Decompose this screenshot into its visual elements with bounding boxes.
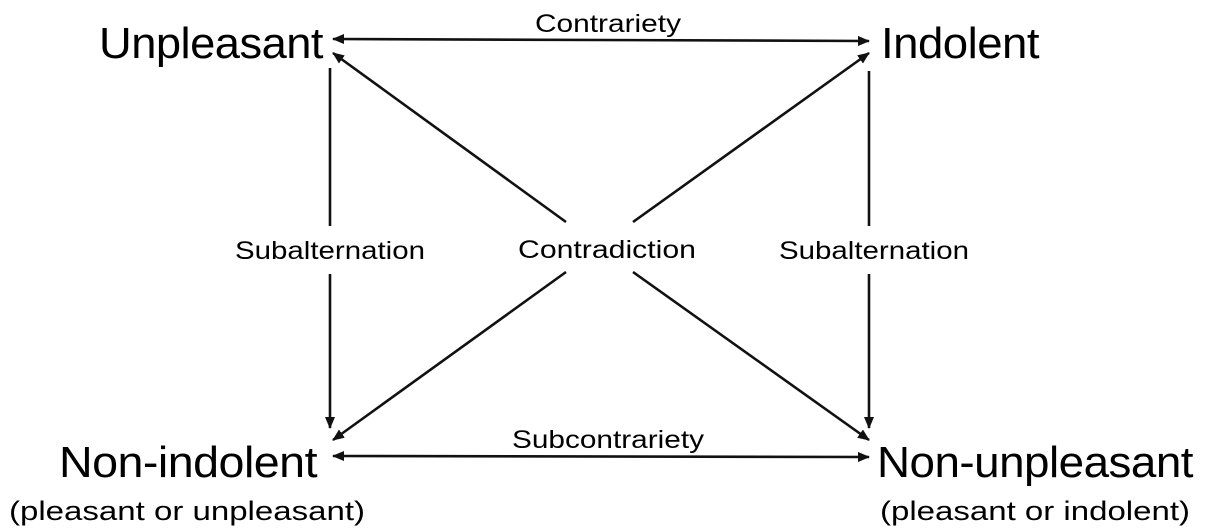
term-non-unpleasant: Non-unpleasant bbox=[877, 438, 1193, 487]
label-left-subalternation: Subalternation bbox=[235, 237, 425, 265]
term-unpleasant: Unpleasant bbox=[99, 19, 323, 68]
label-contrariety: Contrariety bbox=[535, 10, 682, 38]
contradiction-arrow-top-left bbox=[332, 51, 567, 224]
label-right-subalternation: Subalternation bbox=[779, 237, 969, 265]
label-subcontrariety: Subcontrariety bbox=[512, 426, 705, 454]
term-indolent: Indolent bbox=[881, 19, 1039, 68]
contradiction-arrow-bottom-left bbox=[332, 270, 567, 442]
subcontrariety-arrow bbox=[332, 451, 870, 462]
term-non-indolent: Non-indolent bbox=[59, 438, 317, 487]
contrariety-arrow bbox=[332, 34, 870, 46]
gloss-non-indolent: (pleasant or unpleasant) bbox=[9, 496, 365, 526]
contradiction-arrow-bottom-right bbox=[632, 270, 870, 442]
label-contradiction: Contradiction bbox=[518, 236, 696, 264]
contradiction-arrow-top-right bbox=[632, 51, 870, 224]
gloss-non-unpleasant: (pleasant or indolent) bbox=[880, 496, 1190, 526]
